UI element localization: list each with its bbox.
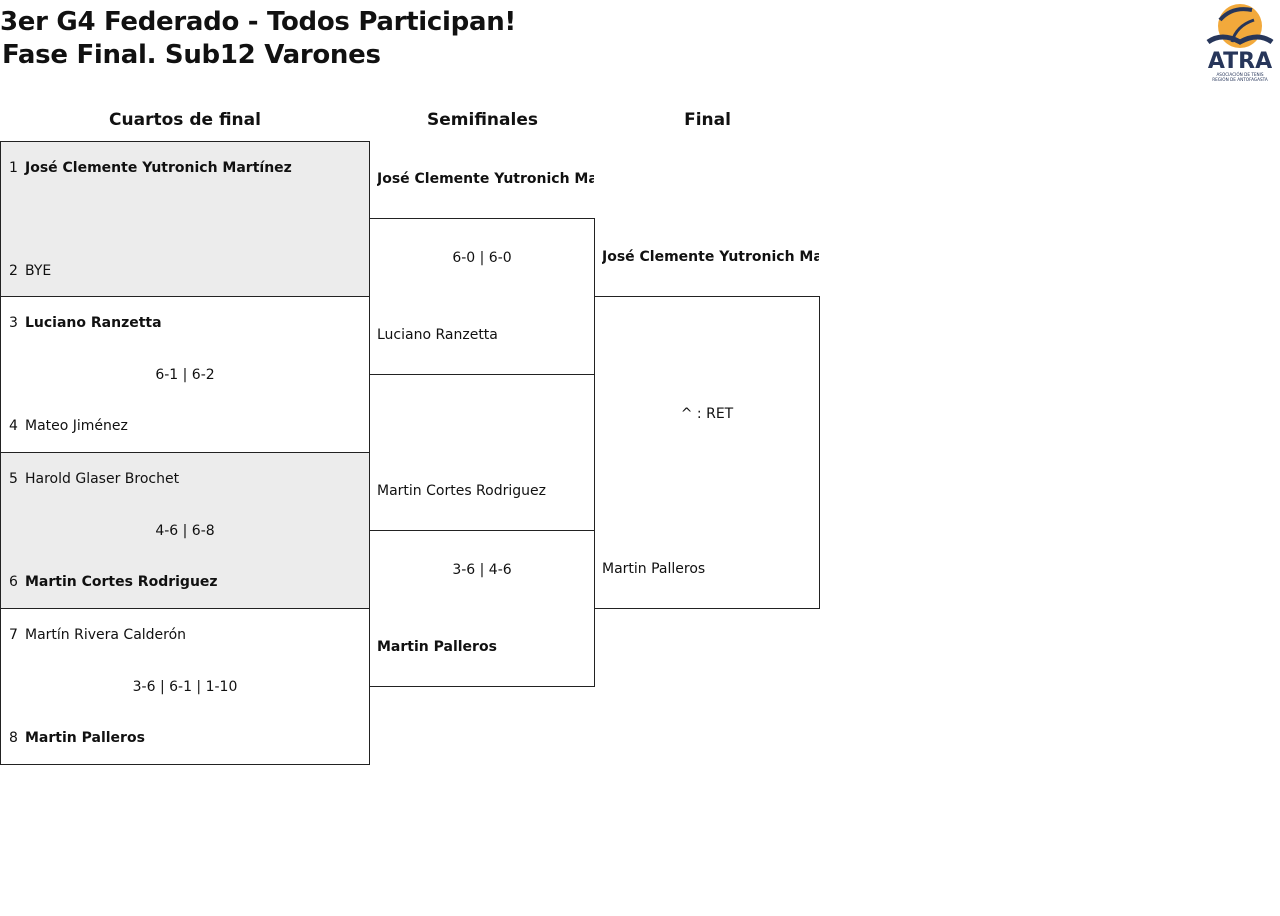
match-qf-1[interactable]: 1 José Clemente Yutronich Martínez 2 BYE [0,141,370,297]
player-row: 3 Luciano Ranzetta [9,313,364,333]
semi-1-player-2: Luciano Ranzetta [377,327,498,343]
semi-2-player-2: Martin Palleros [377,639,497,655]
player-name: Harold Glaser Brochet [25,471,180,487]
player-row: 1 José Clemente Yutronich Martínez [9,158,364,178]
seed-number: 1 [9,160,18,176]
seed-number: 5 [9,471,18,487]
match-final[interactable]: ^ : RET Martin Palleros [594,296,820,609]
seed-number: 3 [9,315,18,331]
player-row: 5 Harold Glaser Brochet [9,469,364,489]
final-player-1: José Clemente Yutronich Martí [602,249,819,265]
phase-subtitle: Fase Final. Sub12 Varones [2,40,381,70]
semi-2-player-1: Martin Cortes Rodriguez [377,483,546,499]
player-row: 8 Martin Palleros [9,728,364,748]
round-header-semis: Semifinales [427,110,538,130]
seed-number: 4 [9,418,18,434]
page-title: 3er G4 Federado - Todos Participan! Fase… [0,6,516,72]
tournament-title: 3er G4 Federado - Todos Participan! [0,7,516,37]
match-score: 3-6 | 6-1 | 1-10 [132,679,238,695]
match-score: 6-1 | 6-2 [155,367,215,383]
player-name: BYE [25,263,52,279]
svg-text:REGIÓN DE ANTOFAGASTA: REGIÓN DE ANTOFAGASTA [1212,77,1268,82]
match-qf-3[interactable]: 5 Harold Glaser Brochet 4-6 | 6-8 6 Martin… [0,452,370,609]
player-name: Martín Rivera Calderón [25,627,187,643]
svg-text:ATRA: ATRA [1208,49,1272,74]
match-qf-4[interactable]: 7 Martín Rivera Calderón 3-6 | 6-1 | 1-10… [0,608,370,765]
player-row: 6 Martin Cortes Rodriguez [9,572,364,592]
svg-text:ASOCIACIÓN DE TENIS: ASOCIACIÓN DE TENIS [1216,72,1263,77]
atra-logo: ATRA ASOCIACIÓN DE TENIS REGIÓN DE ANTOF… [1202,2,1278,82]
final-player-2: Martin Palleros [602,561,706,577]
semi-1-player-1: José Clemente Yutronich Martí [377,171,594,187]
seed-number: 6 [9,574,18,590]
match-score: ^ : RET [680,406,734,422]
player-row: 4 Mateo Jiménez [9,416,364,436]
seed-number: 8 [9,730,18,746]
player-name: Martin Cortes Rodriguez [25,574,218,590]
match-sf-2[interactable]: 3-6 | 4-6 Martin Palleros [369,530,595,687]
player-row: 7 Martín Rivera Calderón [9,625,364,645]
round-header-final: Final [684,110,731,130]
round-header-quarters: Cuartos de final [109,110,261,130]
match-score: 6-0 | 6-0 [452,250,512,266]
player-row: 2 BYE [9,261,364,281]
player-name: Luciano Ranzetta [25,315,162,331]
player-name: José Clemente Yutronich Martínez [25,160,292,176]
seed-number: 2 [9,263,18,279]
match-score: 4-6 | 6-8 [155,523,215,539]
match-score: 3-6 | 4-6 [452,562,512,578]
match-qf-2[interactable]: 3 Luciano Ranzetta 6-1 | 6-2 4 Mateo Jimén… [0,296,370,453]
player-name: Martin Palleros [25,730,145,746]
match-sf-1[interactable]: 6-0 | 6-0 Luciano Ranzetta [369,218,595,375]
seed-number: 7 [9,627,18,643]
player-name: Mateo Jiménez [25,418,128,434]
